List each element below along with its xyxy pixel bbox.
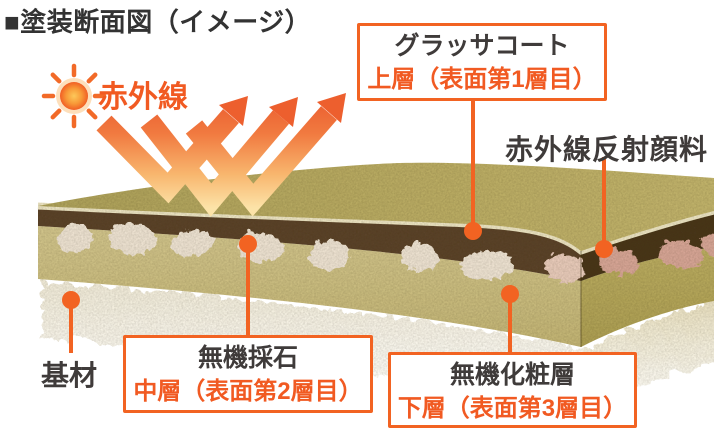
callout-middle-layer: 無機採石 中層（表面第2層目） (123, 335, 373, 413)
callout-bottom-layer: 無機化粧層 下層（表面第3層目） (388, 352, 637, 428)
leader-dot-middle (239, 235, 257, 253)
leader-dot-pigment (595, 240, 613, 258)
callout-middle-layer-label: 中層（表面第2層目） (133, 378, 363, 405)
leader-middle (239, 235, 257, 336)
infrared-label: 赤外線 (98, 81, 188, 114)
page-title: ■塗装断面図（イメージ） (4, 7, 312, 37)
leader-dot-top-coat (464, 222, 482, 240)
leader-dot-bottom (501, 285, 519, 303)
callout-bottom-name: 無機化粧層 (449, 361, 575, 389)
base-material-label: 基材 (41, 360, 98, 391)
callout-top-coat-layer: 上層（表面第1層目） (367, 66, 597, 93)
callout-bottom-layer-label: 下層（表面第3層目） (397, 395, 628, 422)
callout-top-coat-name: グラッサコート (394, 32, 570, 60)
leader-bottom (501, 285, 519, 353)
leader-pigment (595, 157, 613, 258)
callout-middle-name: 無機採石 (197, 344, 298, 372)
leader-lines (62, 100, 613, 353)
leader-base (62, 291, 80, 353)
layer-cosmetic-front-left (38, 226, 581, 347)
reflection-arrows-icon (96, 93, 346, 217)
sun-icon (41, 63, 107, 129)
callout-top-coat: グラッサコート 上層（表面第1層目） (357, 23, 607, 101)
leader-dot-base (62, 291, 80, 309)
pigment-label: 赤外線反射顔料 (505, 134, 709, 165)
leader-top-coat (464, 100, 482, 240)
